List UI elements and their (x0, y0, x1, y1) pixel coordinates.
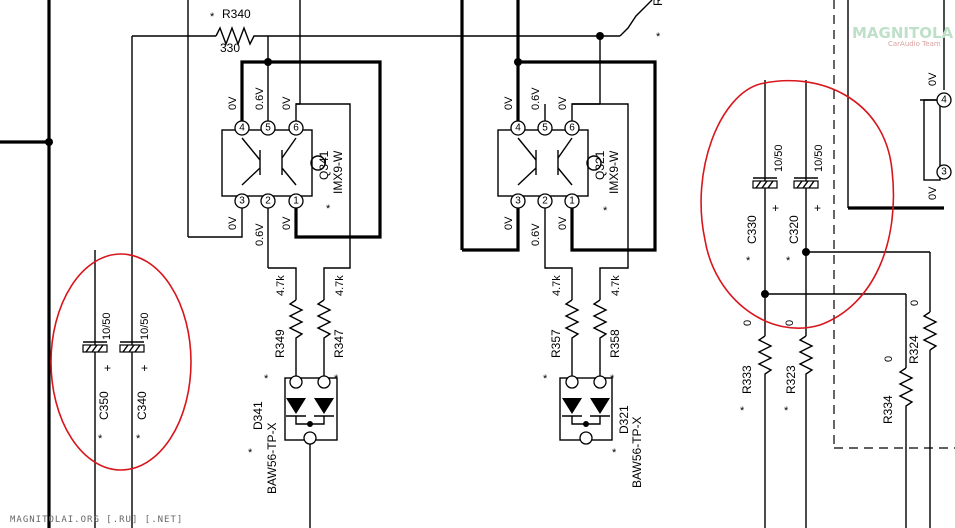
star-mark: * (740, 405, 745, 417)
r3-partial-label: R3 (651, 0, 665, 6)
capacitors-c350-c340: 10/50 10/50 + + C350 C340 * * (50, 253, 192, 471)
voltage-label: 0.6V (530, 223, 542, 246)
diode-d321: D321 BAW56-TP-X * (559, 375, 644, 488)
plus-mark: + (141, 361, 148, 375)
voltage-label: 0.6V (254, 87, 266, 110)
c350-label: C350 (97, 391, 111, 420)
voltage-label: 0V (927, 72, 939, 86)
voltage-label: 0V (227, 96, 239, 110)
pin-2: 2 (542, 196, 548, 207)
resistor-value: 0 (909, 300, 921, 306)
r347-label: R347 (332, 329, 346, 358)
star-mark: * (543, 373, 548, 385)
d321-label: D321 (617, 405, 631, 434)
pin-6: 6 (293, 123, 299, 134)
voltage-label: 0V (281, 96, 293, 110)
resistors-r349-r347: 4.7k 4.7k R349 R347 * * (264, 201, 351, 385)
cap-value: 10/50 (813, 144, 825, 172)
r358-label: R358 (608, 329, 622, 358)
r340-label: R340 (222, 7, 251, 21)
logo-subtext: CarAudio Team (888, 40, 941, 48)
resistor-r340: * R340 330 (210, 7, 604, 66)
diode-d341: D341 BAW56-TP-X * (248, 375, 338, 528)
q321-label: Q321 (593, 150, 607, 180)
voltage-label: 0V (281, 216, 293, 230)
resistor-value: 0 (784, 320, 796, 326)
resistor-value: 4.7k (334, 275, 346, 296)
cap-value: 10/50 (773, 144, 785, 172)
voltage-label: 0.6V (254, 223, 266, 246)
transistor-q341: 4 5 6 3 2 1 0V 0.6V 0V 0V 0.6V 0V Q341 I… (188, 60, 382, 246)
transistor-q321: 4 5 6 3 2 1 0V 0.6V 0V 0V 0.6V 0V Q321 I… (462, 60, 657, 252)
pin-4: 4 (239, 123, 245, 134)
star-mark: * (603, 205, 608, 217)
star-mark: * (326, 203, 331, 215)
plus-mark: + (814, 201, 821, 215)
logo-text: MAGNITOLA (852, 24, 954, 42)
r349-label: R349 (273, 329, 287, 358)
c340-label: C340 (135, 391, 149, 420)
highlight-circle (700, 79, 895, 329)
pin-4: 4 (515, 123, 521, 134)
pin-3: 3 (239, 196, 245, 207)
star-mark: * (248, 447, 253, 459)
pin-4: 4 (941, 95, 947, 106)
cap-value: 10/50 (101, 312, 113, 340)
resistors-r357-r358: 4.7k 4.7k R357 R358 * * (543, 201, 629, 385)
r340-value: 330 (220, 41, 240, 55)
pin-2: 2 (265, 196, 271, 207)
highlight-circle (50, 253, 192, 471)
pin-5: 5 (542, 123, 548, 134)
resistor-value: 4.7k (610, 275, 622, 296)
resistors-r333-r323-r334-r324: 0 0 0 0 R333 R323 R334 R324 * * (740, 300, 938, 424)
voltage-label: 0V (503, 216, 515, 230)
d341-label: D341 (251, 401, 265, 430)
star-mark: * (656, 31, 661, 43)
r323-label: R323 (784, 365, 798, 394)
star-mark: * (136, 433, 141, 445)
star-mark: * (746, 255, 751, 267)
d341-type: BAW56-TP-X (265, 422, 279, 494)
star-mark: * (98, 433, 103, 445)
right-section: 4 3 0V 0V (761, 0, 955, 528)
voltage-label: 0V (503, 96, 515, 110)
r333-label: R333 (740, 365, 754, 394)
star-mark: * (210, 11, 215, 23)
r324-label: R324 (907, 335, 921, 364)
pin-3: 3 (515, 196, 521, 207)
star-mark: * (264, 373, 269, 385)
star-mark: * (784, 405, 789, 417)
plus-mark: + (104, 361, 111, 375)
cap-value: 10/50 (139, 312, 151, 340)
star-mark: * (612, 447, 617, 459)
capacitors-c330-c320: 10/50 10/50 + + C330 C320 * * (700, 79, 895, 329)
resistor-value: 4.7k (551, 275, 563, 296)
pin-6: 6 (569, 123, 575, 134)
voltage-label: 0V (927, 186, 939, 200)
watermark-text: MAGNITOLAI.ORG [.RU] [.NET] (10, 515, 183, 525)
r334-label: R334 (881, 395, 895, 424)
voltage-label: 0.6V (530, 87, 542, 110)
pin-5: 5 (265, 123, 271, 134)
voltage-label: 0V (557, 216, 569, 230)
resistor-value: 0 (883, 356, 895, 362)
star-mark: * (786, 255, 791, 267)
c320-label: C320 (787, 215, 801, 244)
r357-label: R357 (549, 329, 563, 358)
plus-mark: + (772, 201, 779, 215)
pin-3: 3 (941, 167, 947, 178)
q341-label: Q341 (317, 150, 331, 180)
q341-type: IMX9-W (331, 150, 345, 194)
voltage-label: 0V (557, 96, 569, 110)
resistor-value: 4.7k (275, 275, 287, 296)
voltage-label: 0V (227, 216, 239, 230)
c330-label: C330 (745, 215, 759, 244)
pin-1: 1 (569, 196, 575, 207)
pin-1: 1 (293, 196, 299, 207)
resistor-value: 0 (742, 320, 754, 326)
d321-type: BAW56-TP-X (630, 416, 644, 488)
q321-type: IMX9-W (607, 150, 621, 194)
left-bus (0, 0, 216, 528)
